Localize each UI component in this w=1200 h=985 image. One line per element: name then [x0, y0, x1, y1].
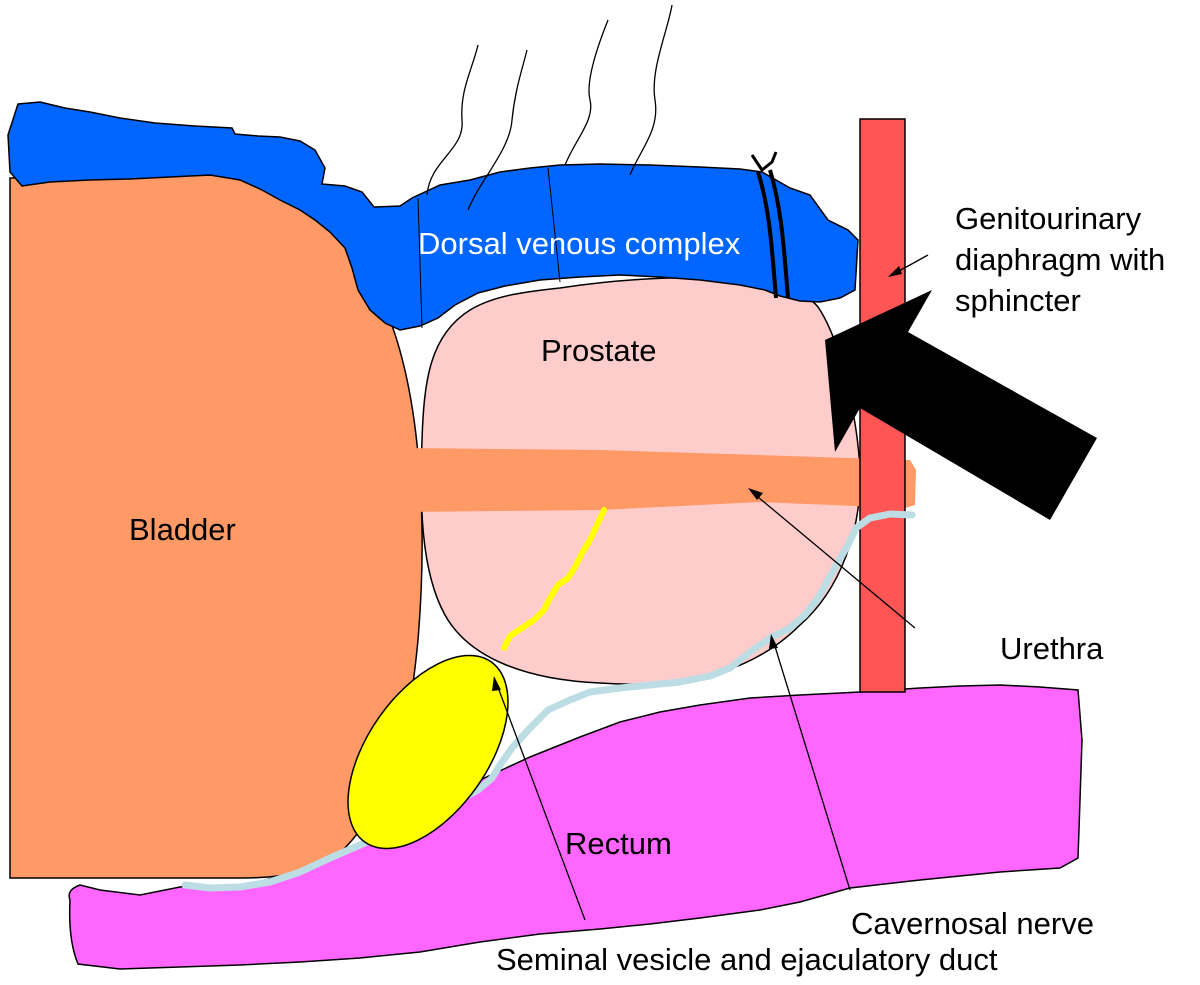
ejaculatory-duct-line	[501, 507, 607, 651]
label-genitourinary-line2: diaphragm with	[955, 242, 1165, 277]
label-prostate: Prostate	[541, 333, 656, 368]
rectum-shape	[68, 684, 1083, 970]
label-urethra: Urethra	[1000, 631, 1104, 666]
ligature-strands	[426, 4, 673, 211]
label-dorsal-venous-complex: Dorsal venous complex	[418, 226, 741, 261]
pointer-arrowheads	[492, 266, 902, 691]
cavernosal-nerve-line	[181, 510, 916, 892]
urethra-shape	[405, 448, 916, 512]
label-cavernosal-nerve: Cavernosal nerve	[851, 906, 1094, 941]
label-genitourinary-line1: Genitourinary	[955, 201, 1142, 236]
label-bladder: Bladder	[129, 512, 236, 547]
dvc-fold-lines	[417, 167, 561, 329]
compression-arrow	[825, 290, 1097, 520]
dorsal-venous-complex-shape	[7, 101, 859, 331]
label-genitourinary-line3: sphincter	[955, 283, 1081, 318]
seminal-vesicle-shape	[347, 654, 509, 850]
label-rectum: Rectum	[565, 826, 672, 861]
label-seminal-vesicle: Seminal vesicle and ejaculatory duct	[496, 942, 998, 977]
suture-ties	[750, 151, 790, 299]
